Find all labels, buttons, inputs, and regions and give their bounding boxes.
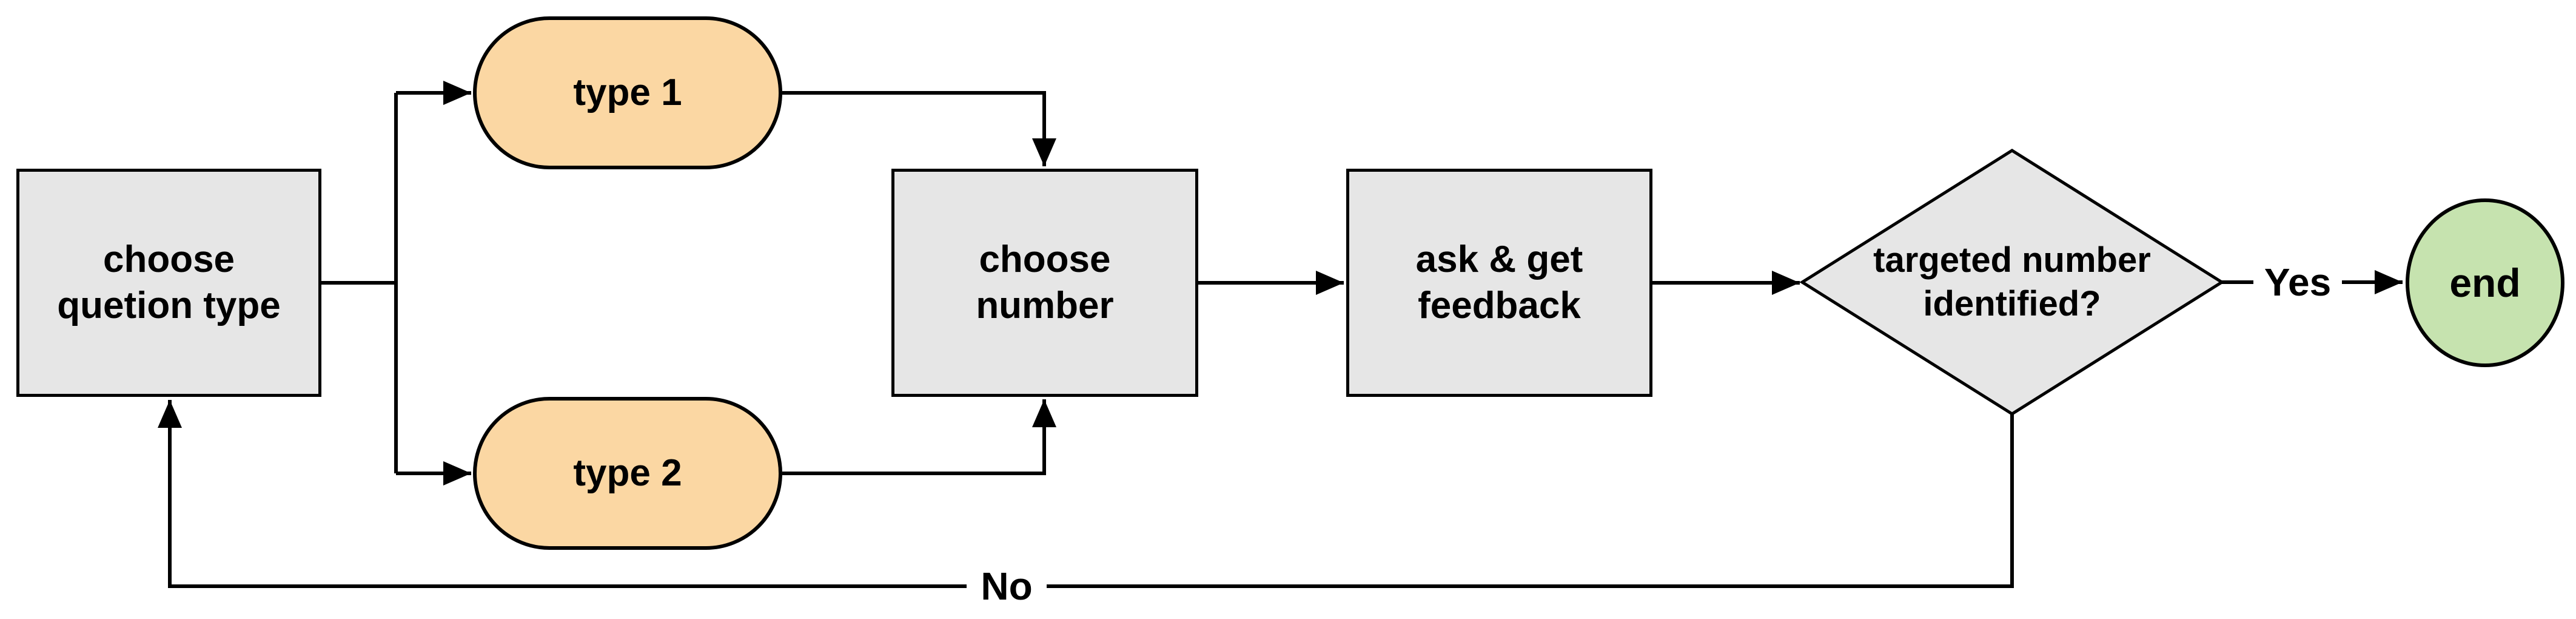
node-choose-question-type: choose quetion type [16, 169, 321, 397]
node-label-line: targeted number [1873, 240, 2151, 280]
node-label: choose number [976, 237, 1113, 328]
edge-label-text: No [981, 564, 1033, 608]
edge-type2-to-choose-number [782, 399, 1056, 475]
node-label: type 2 [573, 452, 682, 495]
node-choose-number: choose number [891, 169, 1198, 397]
node-label-line: number [976, 285, 1114, 326]
node-label-line: ask & get [1415, 238, 1583, 281]
edge-label-no: No [967, 562, 1047, 611]
node-label: type 1 [573, 72, 682, 114]
edge-label-text: Yes [2264, 260, 2332, 304]
node-label: end [2449, 260, 2521, 305]
node-label: targeted number identified? [1873, 238, 2151, 326]
node-decision-label: targeted number identified? [1830, 215, 2194, 349]
node-label-line: identified? [1923, 284, 2101, 323]
node-label: ask & get feedback [1416, 237, 1583, 328]
node-label-line: choose [102, 238, 235, 281]
node-label-line: quetion type [57, 285, 281, 326]
node-ask-get-feedback: ask & get feedback [1346, 169, 1652, 397]
node-label-line: choose [979, 238, 1111, 281]
node-label-line: feedback [1418, 285, 1581, 326]
edge-label-yes: Yes [2253, 258, 2342, 306]
node-type-2: type 2 [473, 397, 782, 550]
edge-decision-no-loop [158, 400, 2014, 588]
node-type-1: type 1 [473, 16, 782, 169]
node-end: end [2406, 198, 2564, 367]
edge-type1-to-choose-number [782, 91, 1056, 166]
node-label: choose quetion type [57, 237, 281, 328]
